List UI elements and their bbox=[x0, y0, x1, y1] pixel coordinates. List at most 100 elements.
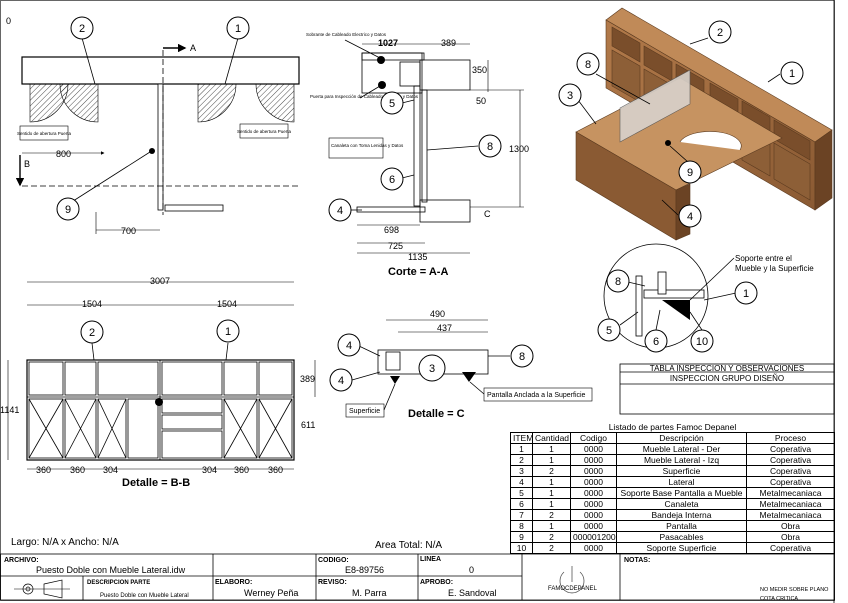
cell-cantidad: 1 bbox=[532, 476, 571, 488]
balloon-8-c: 8 bbox=[519, 351, 525, 363]
cell-cantidad: 2 bbox=[532, 509, 571, 521]
detail-support: Soporte entre el Mueble y la Superficie … bbox=[597, 243, 814, 353]
detalle-c: 490 437 4 4 3 8 Superficie Pantalla Ancl… bbox=[329, 309, 593, 420]
parts-header-row: ITEM Cantidad Codigo Descripción Proceso bbox=[510, 432, 835, 444]
cell-proceso: Coperativa bbox=[746, 454, 835, 466]
dim-800: 800 bbox=[56, 149, 71, 159]
codigo-value: E8-89756 bbox=[345, 565, 384, 575]
cell-descripcion: Soporte Superficie bbox=[616, 542, 747, 554]
dim-350: 350 bbox=[472, 65, 487, 75]
cell-descripcion: Lateral bbox=[616, 476, 747, 488]
parts-list-table: Listado de partes Famoc Depanel ITEM Can… bbox=[510, 422, 835, 554]
dim-304-2: 304 bbox=[202, 465, 217, 475]
dim-360-2: 360 bbox=[70, 465, 85, 475]
cell-descripcion: Soporte Base Pantalla a Mueble bbox=[616, 487, 747, 499]
cell-descripcion: Superficie bbox=[616, 465, 747, 477]
cell-item: 9 bbox=[510, 531, 533, 543]
linea-label: LINEA bbox=[420, 556, 441, 563]
cell-item: 4 bbox=[510, 476, 533, 488]
inspeccion-line2: INSPECCION GRUPO DISEÑO bbox=[670, 374, 784, 383]
balloon-6-corte: 6 bbox=[389, 174, 395, 186]
cell-codigo: 0000 bbox=[570, 454, 617, 466]
cell-codigo: 0000 bbox=[570, 476, 617, 488]
note-cota-critica: COTA CRITICA bbox=[760, 596, 798, 602]
section-a-label: A bbox=[190, 43, 196, 53]
balloon-1-iso: 1 bbox=[789, 68, 795, 80]
dim-1141: 1141 bbox=[0, 405, 19, 415]
balloon-8-corte: 8 bbox=[487, 141, 493, 153]
balloon-10-detail: 10 bbox=[696, 336, 708, 348]
isometric-view: 2 1 8 3 9 4 bbox=[558, 7, 833, 241]
header-cantidad: Cantidad bbox=[532, 432, 571, 444]
cell-cantidad: 1 bbox=[532, 487, 571, 499]
cell-cantidad: 2 bbox=[532, 465, 571, 477]
corte-a-a: 1027 389 350 50 1300 698 725 1135 Sobran… bbox=[306, 32, 529, 278]
door-note-left: Sentido de abertura Puerta bbox=[17, 131, 72, 136]
header-codigo: Codigo bbox=[570, 432, 617, 444]
cell-proceso: Obra bbox=[746, 520, 835, 532]
corner-label: 0 bbox=[6, 16, 11, 26]
cell-cantidad: 2 bbox=[532, 542, 571, 554]
section-c-label: C bbox=[484, 209, 491, 219]
cell-cantidad: 1 bbox=[532, 498, 571, 510]
dim-304-1: 304 bbox=[103, 465, 118, 475]
dim-3007: 3007 bbox=[150, 276, 170, 286]
balloon-3-c: 3 bbox=[429, 363, 435, 375]
cell-proceso: Coperativa bbox=[746, 476, 835, 488]
cell-proceso: Metalmecaniaca bbox=[746, 487, 835, 499]
dim-700: 700 bbox=[121, 226, 136, 236]
cell-codigo: 0000 bbox=[570, 520, 617, 532]
section-b-label: B bbox=[24, 159, 30, 169]
corte-note-3: Canaleta con Toma Lenidas y Datos bbox=[331, 143, 404, 148]
aprobo-label: APROBO: bbox=[420, 579, 453, 586]
balloon-1-b: 1 bbox=[225, 326, 231, 338]
header-descripcion: Descripción bbox=[616, 432, 747, 444]
cell-cantidad: 2 bbox=[532, 531, 571, 543]
cell-descripcion: Canaleta bbox=[616, 498, 747, 510]
cell-cantidad: 1 bbox=[532, 443, 571, 455]
detalle-b-title: Detalle = B-B bbox=[122, 477, 190, 489]
cell-proceso: Coperativa bbox=[746, 443, 835, 455]
cell-proceso: Coperativa bbox=[746, 542, 835, 554]
cell-cantidad: 1 bbox=[532, 454, 571, 466]
balloon-1-top: 1 bbox=[235, 23, 241, 35]
cell-item: 3 bbox=[510, 465, 533, 477]
dim-389: 389 bbox=[441, 38, 456, 48]
balloon-4-iso: 4 bbox=[687, 211, 693, 223]
dim-437: 437 bbox=[437, 323, 452, 333]
top-view: 0 Sentido de abertura Puerta Sentido de … bbox=[6, 16, 300, 236]
balloon-8-detail: 8 bbox=[615, 276, 621, 288]
note-superficie: Superficie bbox=[349, 408, 380, 415]
cell-codigo: 0000 bbox=[570, 498, 617, 510]
linea-value: 0 bbox=[469, 565, 474, 575]
famoc-logo-icon bbox=[559, 566, 585, 594]
balloon-4b-c: 4 bbox=[338, 375, 344, 387]
reviso-label: REVISO: bbox=[318, 579, 347, 586]
cell-item: 10 bbox=[510, 542, 533, 554]
balloon-9-iso: 9 bbox=[687, 167, 693, 179]
descripcion-label: DESCRIPCION PARTE bbox=[87, 580, 150, 586]
dim-490: 490 bbox=[430, 309, 445, 319]
balloon-2-top: 2 bbox=[79, 23, 85, 35]
cell-descripcion: Mueble Lateral - Der bbox=[616, 443, 747, 455]
cell-descripcion: Mueble Lateral - Izq bbox=[616, 454, 747, 466]
elaboro-label: ELABORO: bbox=[215, 579, 252, 586]
cell-descripcion: Bandeja Interna bbox=[616, 509, 747, 521]
projection-symbol-icon bbox=[14, 579, 70, 599]
aprobo-value: E. Sandoval bbox=[448, 588, 497, 598]
dim-360-3: 360 bbox=[234, 465, 249, 475]
balloon-5-corte: 5 bbox=[389, 98, 395, 110]
balloon-1-detail: 1 bbox=[743, 288, 749, 300]
dim-1027: 1027 bbox=[378, 38, 398, 48]
balloon-3-iso: 3 bbox=[567, 90, 573, 102]
cell-item: 7 bbox=[510, 509, 533, 521]
cell-proceso: Obra bbox=[746, 531, 835, 543]
